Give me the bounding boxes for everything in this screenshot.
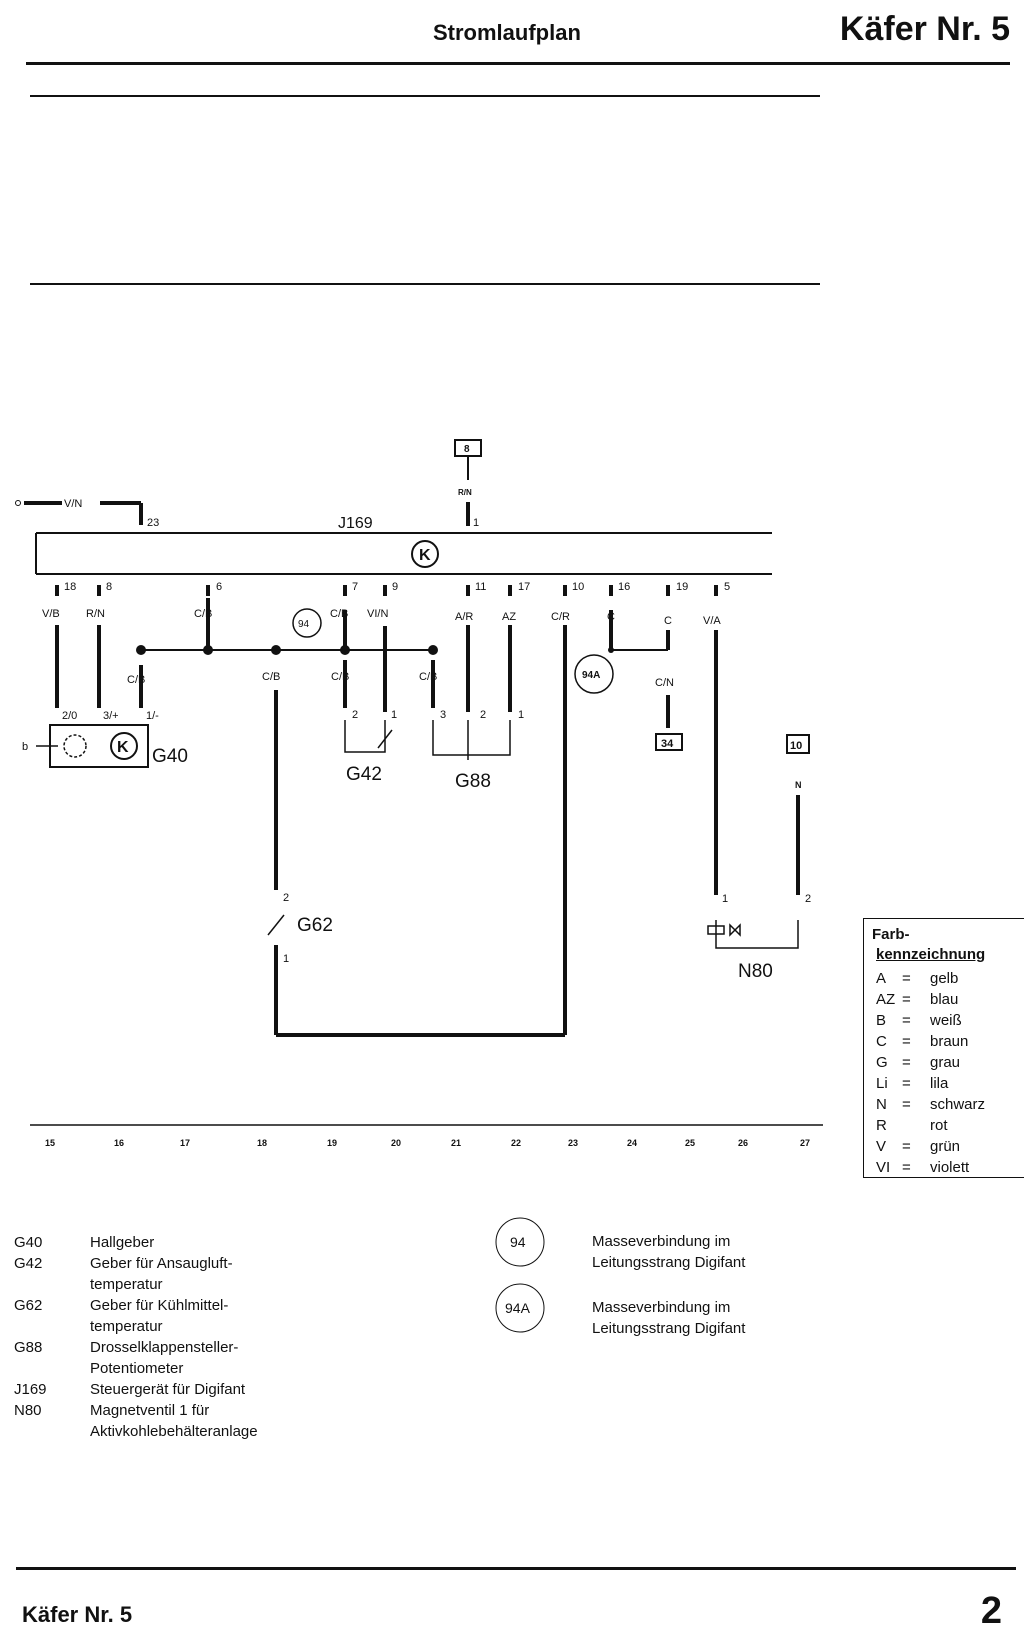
wire-n: N: [795, 780, 802, 790]
track-number: 24: [627, 1138, 637, 1148]
g62-pin-1: 1: [283, 953, 289, 965]
wire-va: V/A: [703, 615, 721, 627]
wire-rn: R/N: [86, 608, 105, 620]
color-key-row: C=braun: [876, 1033, 969, 1050]
page-title: Stromlaufplan: [433, 20, 581, 45]
track-number: 26: [738, 1138, 748, 1148]
g62-label: G62: [297, 915, 333, 936]
wire-cn: C/N: [655, 677, 674, 689]
ground-94a-symbol: 94A: [505, 1300, 531, 1316]
pin-7: 7: [352, 581, 358, 593]
wire-cr: C/R: [551, 611, 570, 623]
footer-brand: Käfer Nr. 5: [22, 1602, 133, 1627]
wire-vb: V/B: [42, 608, 60, 620]
j169-label: J169: [338, 515, 373, 532]
box-34-label: 34: [661, 738, 674, 750]
wire-cb: C/B: [331, 671, 349, 683]
g62-pin-2: 2: [283, 892, 289, 904]
divider-line: [30, 95, 820, 97]
n80-label: N80: [738, 961, 773, 982]
box-10-label: 10: [790, 740, 802, 752]
wire-ar: A/R: [455, 611, 473, 623]
page-number: 2: [980, 1590, 1002, 1632]
g40-b-label: b: [22, 741, 28, 753]
pin-11: 11: [475, 581, 486, 593]
wire-cb: C/B: [330, 608, 348, 620]
color-key: Farb- kennzeichnung A=gelb AZ=blau B=wei…: [863, 918, 1024, 1178]
wire-c: C: [607, 611, 615, 623]
g40-label: G40: [152, 746, 188, 767]
pin-6: 6: [216, 581, 222, 593]
header-brand: Käfer Nr. 5: [839, 10, 1010, 48]
wire-cb: C/B: [194, 608, 212, 620]
track-number: 18: [257, 1138, 267, 1148]
pin-19: 19: [676, 581, 688, 593]
ground-94a-label: 94A: [582, 670, 600, 681]
track-number: 17: [180, 1138, 190, 1148]
g40-pin-1: 2/0: [62, 710, 77, 722]
control-unit-k-symbol: K: [419, 547, 431, 564]
color-key-row: VI=violett: [876, 1159, 970, 1176]
footer-rule: [16, 1567, 1016, 1570]
pin-8: 8: [106, 581, 112, 593]
g40-k-symbol: K: [117, 739, 129, 756]
color-key-row: N=schwarz: [876, 1096, 986, 1113]
pin-16: 16: [618, 581, 630, 593]
g42-label: G42: [346, 764, 382, 785]
pin-17: 17: [518, 581, 530, 593]
g42-pin-1: 1: [391, 709, 397, 721]
wire-rn-top: R/N: [458, 488, 472, 497]
divider-line: [30, 283, 820, 285]
track-number: 22: [511, 1138, 521, 1148]
ground-94a-desc: Masseverbindung im Leitungsstrang Digifa…: [592, 1299, 746, 1337]
wire-cb: C/B: [262, 671, 280, 683]
color-key-title: Farb- kennzeichnung: [872, 926, 986, 963]
color-key-row: A=gelb: [876, 970, 959, 987]
g88-pin-1: 1: [518, 709, 524, 721]
track-number: 23: [568, 1138, 578, 1148]
track-number: 27: [800, 1138, 810, 1148]
n80-pin-2: 2: [805, 893, 811, 905]
pin-9: 9: [392, 581, 398, 593]
ground-symbols: 94 94A: [495, 1217, 545, 1333]
g40-pin-3: 1/-: [146, 710, 159, 722]
header-rule: [26, 62, 1010, 65]
ground-94-symbol: 94: [510, 1234, 526, 1250]
pin-1-top: 1: [473, 517, 479, 529]
pin-5: 5: [724, 581, 730, 593]
color-key-row: B=weiß: [876, 1012, 962, 1029]
ground-94-label: 94: [298, 619, 310, 630]
g42-pin-2: 2: [352, 709, 358, 721]
g88-pin-2: 2: [480, 709, 486, 721]
pin-18: 18: [64, 581, 76, 593]
track-number: 21: [451, 1138, 461, 1148]
ground-94-desc: Masseverbindung im Leitungsstrang Digifa…: [592, 1233, 746, 1271]
track-number: 16: [114, 1138, 124, 1148]
wire-c: C: [664, 615, 672, 627]
wire-cb: C/B: [419, 671, 437, 683]
g40-pin-2: 3/+: [103, 710, 119, 722]
color-key-row: AZ=blau: [876, 991, 959, 1008]
wire-cb: C/B: [127, 674, 145, 686]
track-number: 20: [391, 1138, 401, 1148]
g88-label: G88: [455, 771, 491, 792]
g88-pin-3: 3: [440, 709, 446, 721]
n80-pin-1: 1: [722, 893, 728, 905]
wire-vin: VI/N: [367, 608, 388, 620]
color-key-row: V=grün: [876, 1138, 961, 1155]
track-number: 19: [327, 1138, 337, 1148]
wire-vn: V/N: [64, 498, 82, 510]
pin-10: 10: [572, 581, 584, 593]
wiring-diagram: J169 K 23 1 8 R/N V/N 18 8 6 7 9 11 17 1…: [15, 439, 823, 1148]
wire-az: AZ: [502, 611, 516, 623]
box-8-label: 8: [464, 444, 470, 455]
color-key-row: Li=lila: [876, 1075, 949, 1092]
color-key-row: G=grau: [876, 1054, 961, 1071]
pin-23: 23: [147, 517, 159, 529]
track-number: 15: [45, 1138, 55, 1148]
track-number: 25: [685, 1138, 695, 1148]
